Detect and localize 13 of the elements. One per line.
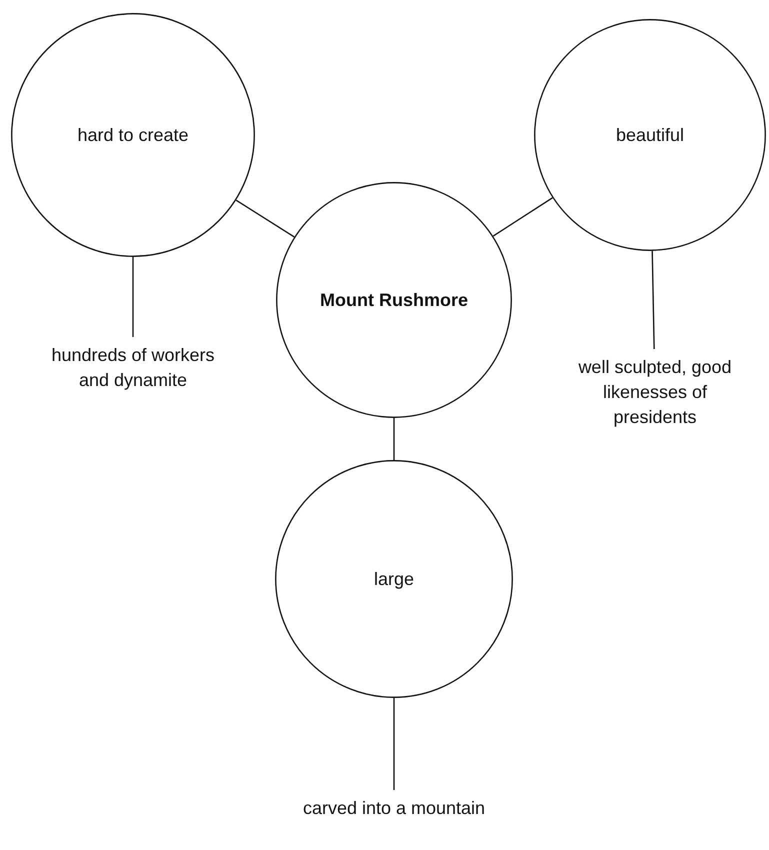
connector-line: [393, 418, 395, 460]
concept-label: hard to create: [77, 124, 189, 147]
connector-line: [236, 200, 295, 238]
detail-text: hundreds of workers and dynamite: [38, 343, 228, 393]
concept-label: Mount Rushmore: [320, 289, 468, 312]
connector-line: [393, 698, 395, 790]
connector-line: [132, 257, 134, 337]
connector-line: [492, 197, 553, 237]
detail-text: carved into a mountain: [299, 796, 489, 821]
detail-text: well sculpted, good likenesses of presidents: [560, 355, 750, 430]
connector-line: [652, 250, 655, 350]
concept-label: large: [374, 568, 414, 591]
concept-label: beautiful: [616, 124, 684, 147]
